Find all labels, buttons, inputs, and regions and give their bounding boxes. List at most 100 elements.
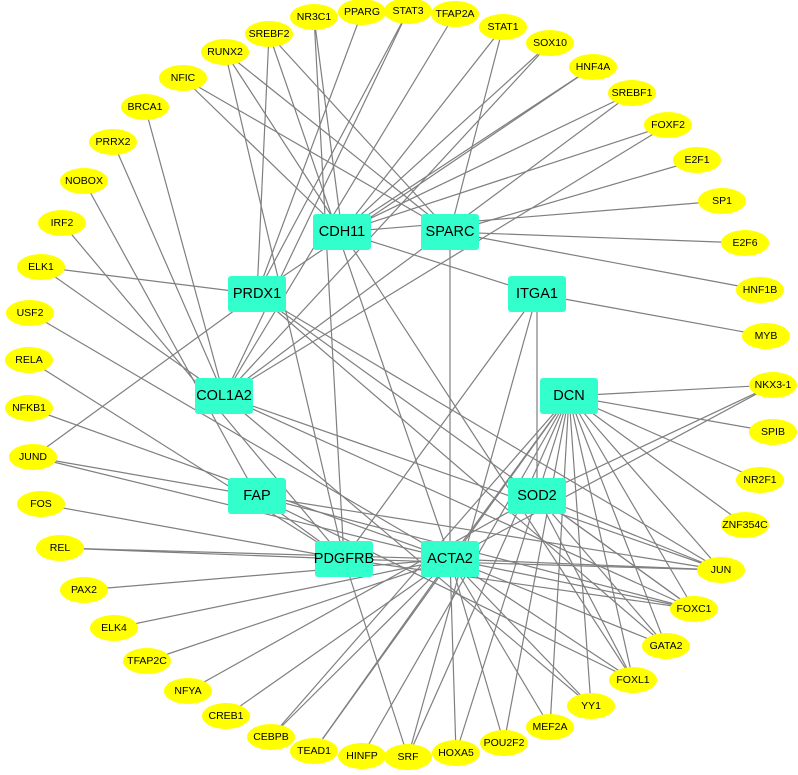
hub-node-col1a2[interactable]: COL1A2 <box>195 378 253 414</box>
hub-node-itga1[interactable]: ITGA1 <box>508 276 566 312</box>
tf-node-prrx2[interactable]: PRRX2 <box>89 129 137 155</box>
tf-node-mef2a[interactable]: MEF2A <box>526 714 574 740</box>
edge-sod2-nkx3-1 <box>536 384 774 497</box>
tf-node-usf2[interactable]: USF2 <box>6 300 54 326</box>
tf-node-jund[interactable]: JUND <box>9 444 57 470</box>
tf-node-hoxa5[interactable]: HOXA5 <box>432 740 480 766</box>
tf-node-yy1[interactable]: YY1 <box>567 693 615 719</box>
hub-node-label: ITGA1 <box>516 286 558 302</box>
tf-node-srf[interactable]: SRF <box>384 744 432 770</box>
tf-node-label: REL <box>50 542 71 554</box>
tf-node-rel[interactable]: REL <box>36 535 84 561</box>
hub-node-sod2[interactable]: SOD2 <box>508 478 566 514</box>
tf-node-elk4[interactable]: ELK4 <box>90 615 138 641</box>
tf-node-pparg[interactable]: PPARG <box>338 0 386 25</box>
edge-pdgfrb-nr3c1 <box>313 16 345 560</box>
edge-acta2-cebpb <box>270 558 451 738</box>
tf-node-sp1[interactable]: SP1 <box>698 188 746 214</box>
tf-node-foxc1[interactable]: FOXC1 <box>670 596 718 622</box>
tf-node-nr2f1[interactable]: NR2F1 <box>736 467 784 493</box>
tf-node-e2f1[interactable]: E2F1 <box>673 147 721 173</box>
tf-node-hnf4a[interactable]: HNF4A <box>569 54 617 80</box>
hub-node-label: PRDX1 <box>233 286 281 302</box>
edge-sparc-e2f6 <box>449 231 746 244</box>
tf-node-creb1[interactable]: CREB1 <box>202 703 250 729</box>
hub-node-label: FAP <box>243 488 270 504</box>
edge-acta2-gata2 <box>449 558 667 647</box>
tf-node-nfya[interactable]: NFYA <box>164 678 212 704</box>
hub-node-shape <box>195 378 253 414</box>
tf-node-elk1[interactable]: ELK1 <box>17 254 65 280</box>
tf-node-nfkb1[interactable]: NFKB1 <box>5 395 53 421</box>
hub-node-cdh11[interactable]: CDH11 <box>313 214 371 250</box>
tf-node-shape <box>749 419 797 445</box>
tf-node-hnf1b[interactable]: HNF1B <box>736 277 784 303</box>
tf-node-pou2f2[interactable]: POU2F2 <box>480 730 528 756</box>
tf-node-stat3[interactable]: STAT3 <box>384 0 432 24</box>
tf-node-label: STAT3 <box>392 5 423 17</box>
tf-node-shape <box>567 693 615 719</box>
edge-acta2-jun <box>449 558 722 571</box>
edge-dcn-jun <box>568 395 722 571</box>
tf-node-e2f6[interactable]: E2F6 <box>721 230 769 256</box>
tf-node-fos[interactable]: FOS <box>17 491 65 517</box>
edge-dcn-yy1 <box>568 395 592 707</box>
tf-node-nfic[interactable]: NFIC <box>159 65 207 91</box>
tf-node-tead1[interactable]: TEAD1 <box>290 738 338 764</box>
edge-prdx1-stat3 <box>256 10 409 295</box>
tf-node-label: NFYA <box>174 685 201 697</box>
tf-node-shape <box>526 30 574 56</box>
hub-node-sparc[interactable]: SPARC <box>421 214 479 250</box>
tf-node-tfap2c[interactable]: TFAP2C <box>123 648 171 674</box>
tf-node-myb[interactable]: MYB <box>742 323 790 349</box>
tf-node-srebf1[interactable]: SREBF1 <box>608 80 656 106</box>
tf-node-label: HOXA5 <box>438 747 474 759</box>
tf-node-label: PPARG <box>344 6 380 18</box>
tf-node-rela[interactable]: RELA <box>5 347 53 373</box>
edge-pdgfrb-srf <box>343 558 409 758</box>
tf-node-srebf2[interactable]: SREBF2 <box>245 21 293 47</box>
tf-node-shape <box>202 703 250 729</box>
hub-node-pdgfrb[interactable]: PDGFRB <box>314 541 374 577</box>
hub-node-prdx1[interactable]: PRDX1 <box>228 276 286 312</box>
tf-node-stat1[interactable]: STAT1 <box>479 14 527 40</box>
tf-node-shape <box>290 4 338 30</box>
tf-node-foxf2[interactable]: FOXF2 <box>644 112 692 138</box>
tf-node-label: ELK1 <box>28 261 54 273</box>
tf-node-brca1[interactable]: BRCA1 <box>121 94 169 120</box>
edge-pdgfrb-jun <box>343 558 722 571</box>
tf-node-gata2[interactable]: GATA2 <box>642 633 690 659</box>
tf-node-label: RELA <box>15 354 42 366</box>
tf-node-label: STAT1 <box>487 21 518 33</box>
edge-cdh11-foxf2 <box>341 124 669 233</box>
edge-pdgfrb-foxc1 <box>343 558 695 610</box>
edge-sod2-jun <box>536 495 722 571</box>
tf-node-sox10[interactable]: SOX10 <box>526 30 574 56</box>
hub-node-dcn[interactable]: DCN <box>540 378 598 414</box>
tf-node-label: TEAD1 <box>297 745 331 757</box>
tf-node-tfap2a[interactable]: TFAP2A <box>431 1 479 27</box>
tf-node-runx2[interactable]: RUNX2 <box>201 39 249 65</box>
edge-dcn-foxl1 <box>568 395 634 681</box>
tf-node-nkx3-1[interactable]: NKX3-1 <box>749 372 797 398</box>
edge-prdx1-jund <box>32 293 258 458</box>
edge-dcn-cebpb <box>270 395 570 738</box>
tf-node-nobox[interactable]: NOBOX <box>60 168 108 194</box>
tf-node-spib[interactable]: SPIB <box>749 419 797 445</box>
tf-node-cebpb[interactable]: CEBPB <box>247 724 295 750</box>
hub-node-acta2[interactable]: ACTA2 <box>421 541 479 577</box>
hub-node-fap[interactable]: FAP <box>228 478 286 514</box>
tf-node-nr3c1[interactable]: NR3C1 <box>290 4 338 30</box>
tf-node-irf2[interactable]: IRF2 <box>38 210 86 236</box>
tf-node-foxl1[interactable]: FOXL1 <box>609 667 657 693</box>
tf-node-jun[interactable]: JUN <box>697 557 745 583</box>
edge-itga1-cdh11 <box>341 231 538 295</box>
tf-node-shape <box>736 467 784 493</box>
tf-node-shape <box>742 323 790 349</box>
tf-node-znf354c[interactable]: ZNF354C <box>721 512 769 538</box>
tf-node-hinfp[interactable]: HINFP <box>338 743 386 769</box>
tf-node-label: FOS <box>30 498 52 510</box>
tf-node-pax2[interactable]: PAX2 <box>60 577 108 603</box>
tf-node-shape <box>121 94 169 120</box>
edge-dcn-hoxa5 <box>455 395 570 754</box>
